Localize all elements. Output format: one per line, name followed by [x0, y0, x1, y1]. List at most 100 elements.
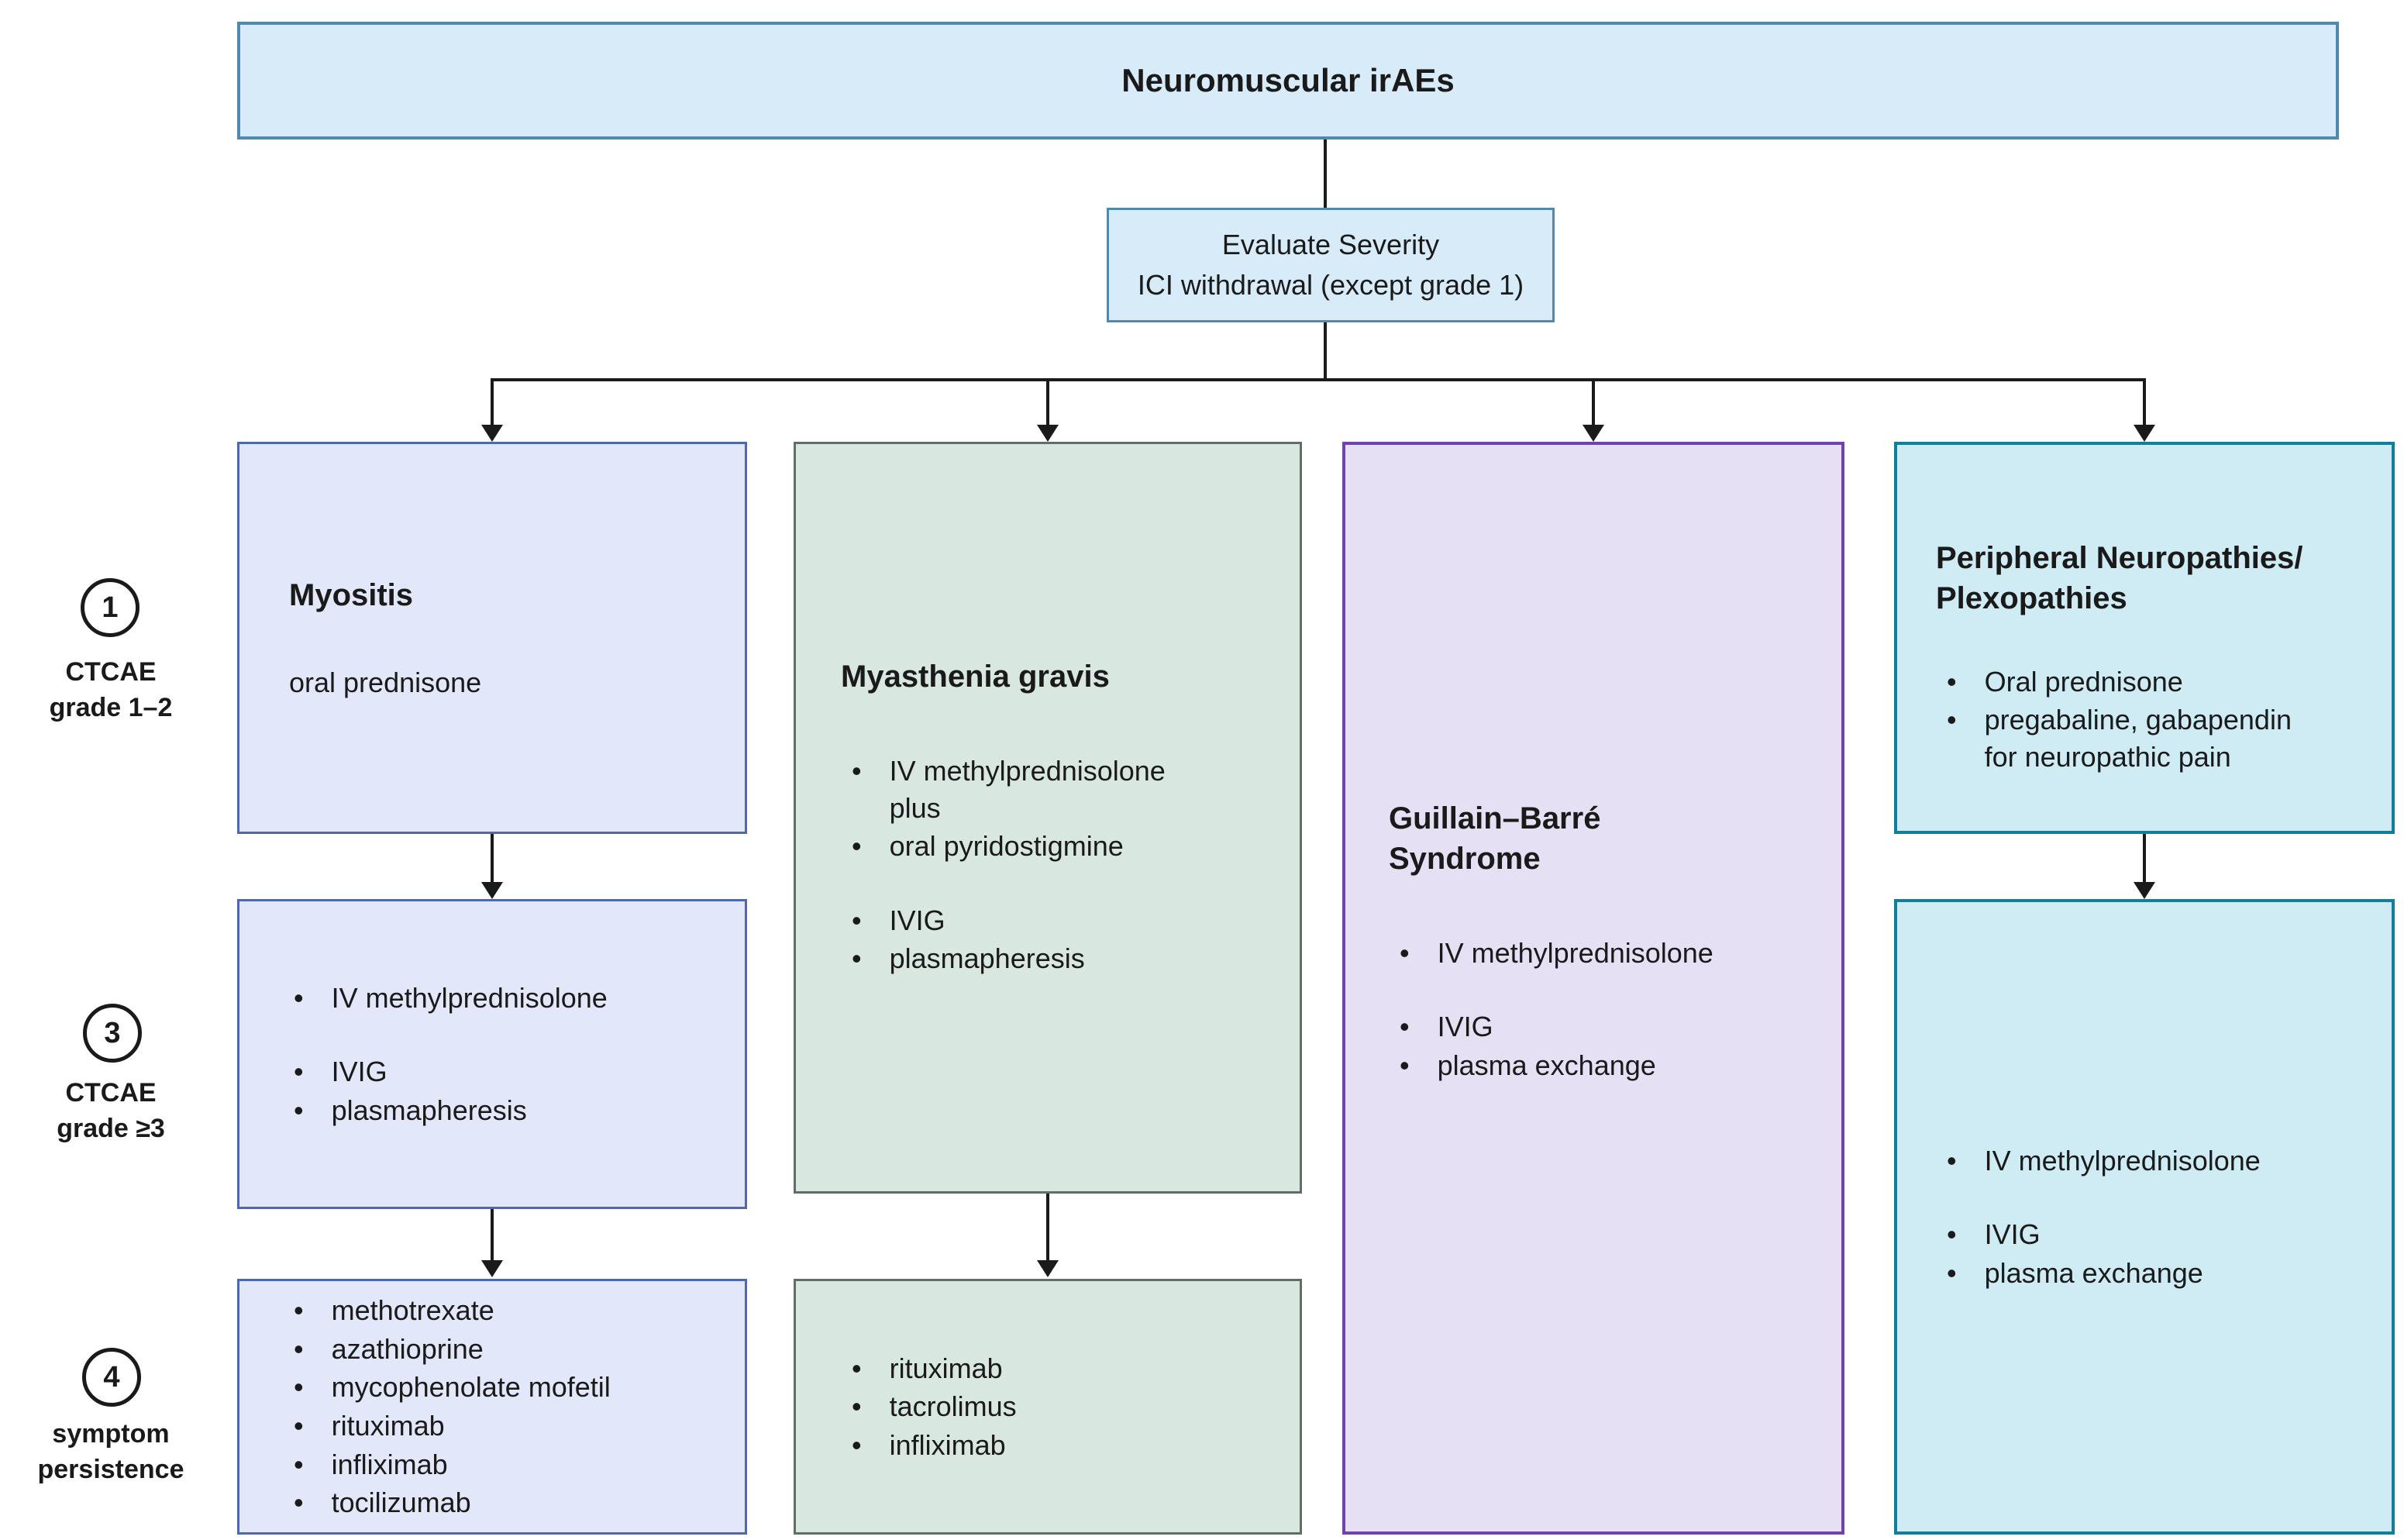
bullet-label: pregabaline, gabapendin for neuropathic … [1984, 704, 2292, 773]
bullet-label: tacrolimus [889, 1390, 1017, 1423]
arrow-to-myositis [491, 378, 494, 426]
myasthenia-main-treatments: •IV methylprednisolone plus•oral pyridos… [841, 751, 1166, 979]
bullet-dot: • [1400, 1049, 1410, 1081]
bullet-label: Oral prednisone [1984, 665, 2183, 698]
stage-1-badge: 1 [81, 578, 139, 637]
myasthenia-main-box: Myasthenia gravis •IV methylprednisolone… [794, 442, 1302, 1194]
myasthenia-persistence-box: • rituximab • tacrolimus •infliximab [794, 1279, 1302, 1535]
bullet-item: • pregabaline, gabapendin for neuropathic… [1947, 701, 2292, 775]
bullet-item: • IVIG [1947, 1216, 2261, 1253]
bullet-label: IV methylprednisolone [331, 981, 608, 1014]
peripheral-grade12-treatments: • Oral prednisone • pregabaline, gabapendin… [1936, 662, 2292, 777]
bullet-item: • Oral prednisone [1947, 663, 2292, 701]
bullet-group: • IVIG • plasma exchange [1947, 1214, 2261, 1293]
arrow-to-gbs [1592, 378, 1595, 426]
bullet-item: • plasma exchange [1947, 1255, 2261, 1292]
bullet-label: rituximab [889, 1352, 1003, 1384]
severity-text: Evaluate Severity ICI withdrawal (except… [1137, 228, 1524, 301]
bullet-item: • IV methylprednisolone [1400, 935, 1713, 972]
bullet-group: •IVIG• plasma exchange [1400, 1007, 1713, 1085]
bullet-item: •oral pyridostigmine [852, 828, 1166, 865]
bullet-item: •plasmapheresis [294, 1092, 608, 1129]
arrow-myositis-1-2 [491, 834, 494, 884]
bullet-item: •IVIG [1400, 1008, 1713, 1046]
bullet-item: •azathioprine [294, 1331, 611, 1368]
bullet-label: plasmapheresis [889, 942, 1085, 975]
bullet-item: • plasmapheresis [852, 940, 1166, 977]
myositis-grade12-treatment: oral prednisone [289, 666, 482, 698]
bullet-label: oral pyridostigmine [889, 830, 1124, 863]
bullet-label: IVIG [1437, 1011, 1493, 1043]
bullet-dot: • [852, 904, 862, 936]
bullet-dot: • [1400, 936, 1410, 969]
connector-severity-to-branch [1324, 322, 1327, 380]
arrow-myasthenia-1-2 [1046, 1194, 1049, 1262]
myasthenia-persistence-treatments: • rituximab • tacrolimus •infliximab [852, 1349, 1017, 1466]
bullet-label: tocilizumab [331, 1487, 471, 1519]
bullet-item: •infliximab [852, 1427, 1017, 1464]
peripheral-grade3-treatments: • IV methylprednisolone • IVIG • plasma excha… [1947, 1141, 2261, 1294]
severity-box: Evaluate Severity ICI withdrawal (except… [1107, 208, 1555, 322]
myositis-persistence-box: •methotrexate•azathioprine•mycophenolate… [237, 1279, 747, 1535]
bullet-group: •methotrexate•azathioprine•mycophenolate… [294, 1290, 611, 1522]
bullet-dot: • [1947, 1144, 1957, 1177]
bullet-label: plasmapheresis [331, 1094, 527, 1126]
bullet-label: IV methylprednisolone [1437, 936, 1713, 969]
bullet-item: •methotrexate [294, 1292, 611, 1329]
bullet-dot: • [294, 1487, 304, 1519]
stage-4-badge: 4 [82, 1348, 141, 1407]
stage-3-label: CTCAE grade ≥3 [57, 1078, 165, 1143]
bullet-dot: • [1947, 704, 1957, 736]
bullet-label: plasma exchange [1984, 1256, 2203, 1289]
myositis-grade12-box: Myositis oral prednisone [237, 442, 747, 834]
bullet-item: • rituximab [852, 1350, 1017, 1387]
bullet-item: • rituximab [294, 1407, 611, 1445]
arrow-to-myasthenia [1046, 378, 1049, 426]
bullet-item: • plasma exchange [1400, 1047, 1713, 1084]
myositis-grade3-box: • IV methylprednisolone • IVIG •plasmapheres… [237, 899, 747, 1209]
stage-1-label: CTCAE grade 1–2 [49, 657, 173, 722]
bullet-item: •IV methylprednisolone plus [852, 753, 1166, 826]
bullet-group: • IVIG • plasmapheresis [852, 901, 1166, 979]
bullet-item: • IV methylprednisolone [294, 980, 608, 1017]
bullet-label: rituximab [331, 1410, 445, 1442]
peripheral-grade3-box: • IV methylprednisolone • IVIG • plasma excha… [1894, 899, 2395, 1535]
bullet-label: IVIG [889, 904, 945, 936]
root-box: Neuromuscular irAEs [237, 22, 2339, 140]
bullet-dot: • [294, 1448, 304, 1480]
stage-1-number: 1 [102, 591, 119, 624]
bullet-dot: • [852, 1352, 862, 1384]
branch-line [491, 378, 2146, 381]
bullet-label: mycophenolate mofetil [331, 1371, 611, 1404]
bullet-dot: • [852, 942, 862, 975]
bullet-item: • tocilizumab [294, 1484, 611, 1521]
bullet-dot: • [1947, 1256, 1957, 1289]
bullet-group: • IV methylprednisolone [294, 978, 608, 1018]
stage-3-number: 3 [104, 1016, 121, 1049]
peripheral-title: Peripheral Neuropathies/ Plexopathies [1936, 540, 2303, 615]
stage-3-badge: 3 [83, 1004, 142, 1063]
bullet-label: plasma exchange [1437, 1049, 1656, 1081]
bullet-label: infliximab [331, 1448, 448, 1480]
bullet-dot: • [1947, 1218, 1957, 1251]
bullet-group: • Oral prednisone • pregabaline, gabapendin… [1947, 662, 2292, 777]
bullet-dot: • [852, 1390, 862, 1423]
bullet-dot: • [294, 1294, 304, 1327]
bullet-label: IV methylprednisolone [1984, 1144, 2261, 1177]
bullet-group: • IV methylprednisolone [1947, 1141, 2261, 1181]
bullet-label: IV methylprednisolone plus [889, 755, 1166, 824]
bullet-item: • tacrolimus [852, 1388, 1017, 1425]
bullet-dot: • [852, 1428, 862, 1461]
bullet-dot: • [294, 1056, 304, 1088]
bullet-dot: • [294, 1332, 304, 1365]
bullet-item: • infliximab [294, 1446, 611, 1483]
bullet-label: IVIG [331, 1056, 387, 1088]
bullet-dot: • [1947, 665, 1957, 698]
bullet-label: IVIG [1984, 1218, 2041, 1251]
bullet-item: • IV methylprednisolone [1947, 1142, 2261, 1180]
bullet-dot: • [294, 981, 304, 1014]
bullet-dot: • [294, 1410, 304, 1442]
gbs-treatments: •IV methylprednisolone•IVIG•plasma excha… [1389, 933, 1713, 1086]
myasthenia-title: Myasthenia gravis [841, 660, 1110, 694]
